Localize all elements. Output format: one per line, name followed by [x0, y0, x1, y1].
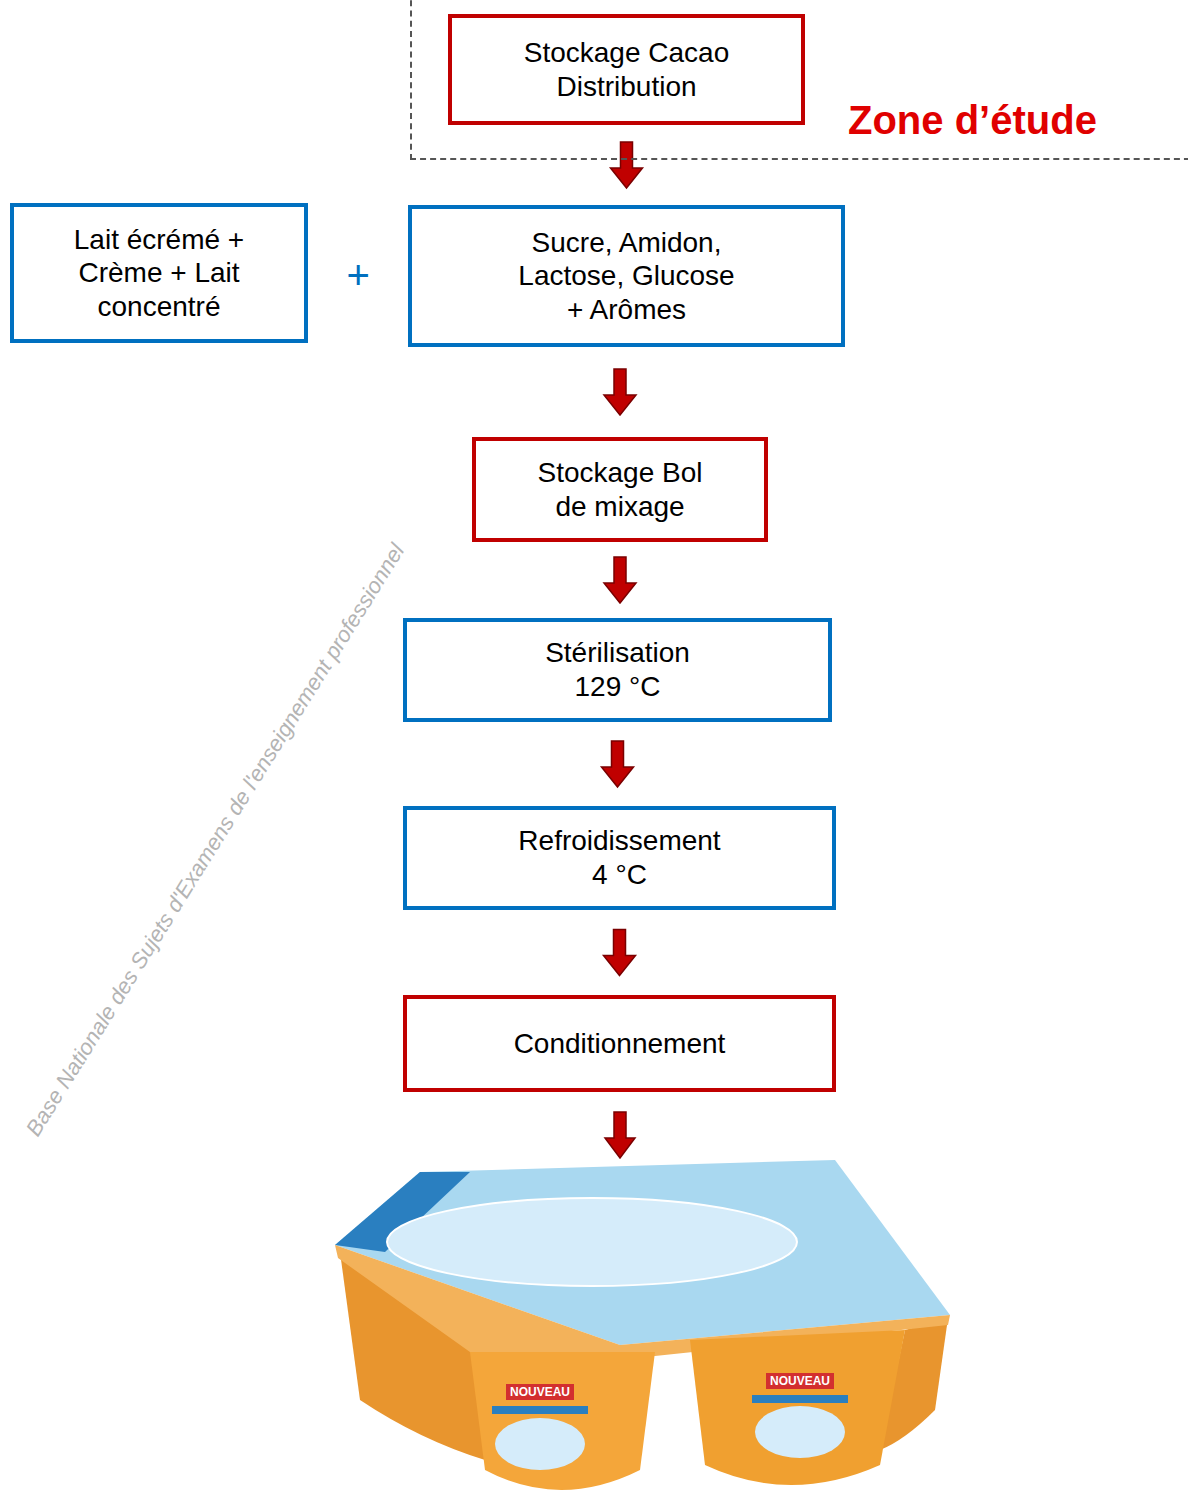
box-label: Refroidissement 4 °C	[512, 824, 727, 891]
process-box: Conditionnement	[403, 995, 836, 1092]
watermark: Base Nationale des Sujets d'Examens de l…	[20, 539, 410, 1141]
flow-arrow	[602, 741, 634, 787]
flow-arrow	[605, 1112, 635, 1158]
process-box: Stockage Cacao Distribution	[448, 14, 805, 125]
plus-sign: +	[347, 251, 370, 299]
box-label: Stérilisation 129 °C	[543, 636, 693, 703]
process-box: Stockage Bol de mixage	[472, 437, 768, 542]
process-box: Stérilisation 129 °C	[403, 618, 832, 722]
process-box: Lait écrémé + Crème + Lait concentré	[10, 203, 308, 343]
box-label: Lait écrémé + Crème + Lait concentré	[52, 223, 267, 324]
flow-arrow	[604, 930, 636, 976]
box-label: Stockage Bol de mixage	[530, 456, 710, 523]
product-badge: NOUVEAU	[766, 1373, 834, 1389]
cup-label	[755, 1406, 845, 1458]
study-zone: Zone d’étude Stockage Cacao Distribution	[410, 0, 1188, 160]
front-cup	[690, 1330, 905, 1485]
flow-arrow	[611, 142, 643, 188]
cup-band	[492, 1406, 588, 1414]
flow-arrow	[604, 369, 636, 415]
box-label: Conditionnement	[514, 1027, 726, 1061]
process-box: Refroidissement 4 °C	[403, 806, 836, 910]
box-label: Stockage Cacao Distribution	[497, 36, 757, 103]
zone-title: Zone d’étude	[848, 96, 1097, 144]
process-box: Sucre, Amidon, Lactose, Glucose + Arômes	[408, 205, 845, 347]
flow-arrow	[604, 557, 636, 603]
cup-band	[752, 1395, 848, 1403]
box-label: Sucre, Amidon, Lactose, Glucose + Arômes	[511, 226, 743, 327]
front-cup	[470, 1352, 655, 1490]
cup-label	[495, 1418, 585, 1470]
product-badge: NOUVEAU	[506, 1384, 574, 1400]
lid-label	[387, 1198, 797, 1286]
